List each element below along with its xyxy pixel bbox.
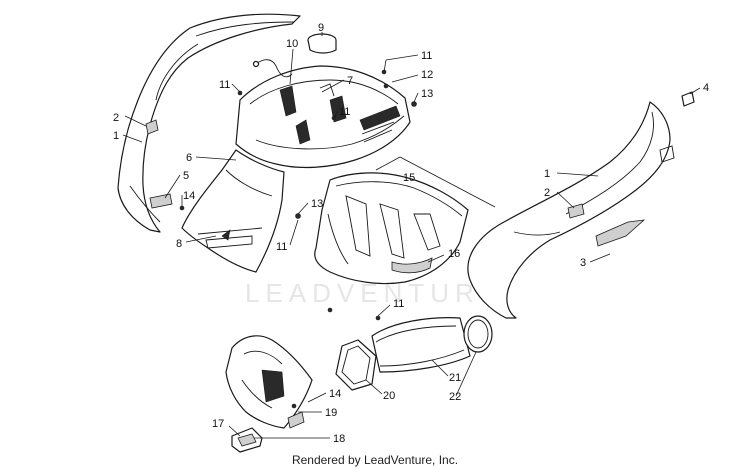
callout-15: 15 [403, 172, 415, 184]
callout-11-c: 11 [421, 50, 432, 62]
callout-10: 10 [286, 38, 298, 50]
callout-11-e: 11 [393, 298, 404, 310]
right-side-panel [467, 101, 675, 319]
callout-1-right: 1 [544, 168, 550, 180]
callout-11-d: 11 [276, 241, 287, 253]
bracket-part-17 [231, 427, 263, 453]
fastener-part-4 [681, 91, 695, 107]
callout-19: 19 [325, 407, 337, 419]
callout-13-lower: 13 [311, 198, 323, 210]
leader-lines [122, 32, 701, 439]
callout-11-b: 11 [339, 106, 350, 118]
callout-6: 6 [186, 152, 192, 164]
callout-1-left: 1 [113, 130, 119, 142]
storage-bin [314, 172, 469, 285]
callout-4: 4 [703, 82, 709, 94]
callout-8: 8 [176, 238, 182, 250]
callout-7: 7 [347, 75, 353, 87]
callout-20: 20 [383, 390, 395, 402]
callouts: 1 2 5 14 8 6 11 10 9 7 11 11 12 13 13 11… [113, 22, 709, 445]
hose-clamp [463, 315, 493, 353]
fuel-cap-part [307, 33, 337, 54]
callout-14-upper: 14 [183, 190, 195, 202]
front-nose-panel [181, 149, 285, 273]
hood-panel [235, 65, 411, 169]
fasteners [179, 69, 417, 409]
intake-duct [371, 317, 471, 373]
callout-9: 9 [318, 22, 324, 34]
duct-gasket [335, 339, 377, 391]
callout-3: 3 [580, 257, 586, 269]
callout-5: 5 [183, 170, 189, 182]
left-side-panel [117, 13, 301, 233]
callout-18: 18 [333, 433, 345, 445]
callout-13-upper: 13 [421, 88, 433, 100]
callout-21: 21 [449, 372, 461, 384]
callout-14-lower: 14 [329, 388, 341, 400]
lower-front-bezel [225, 335, 313, 429]
callout-11-a: 11 [219, 79, 230, 91]
callout-22: 22 [449, 391, 461, 403]
callout-17: 17 [212, 418, 224, 430]
callout-2-right: 2 [544, 187, 550, 199]
credit-text: Rendered by LeadVenture, Inc. [292, 453, 458, 467]
callout-2-left: 2 [113, 112, 119, 124]
callout-12: 12 [421, 69, 433, 81]
wire-harness-part [252, 59, 293, 78]
callout-16: 16 [448, 248, 460, 260]
